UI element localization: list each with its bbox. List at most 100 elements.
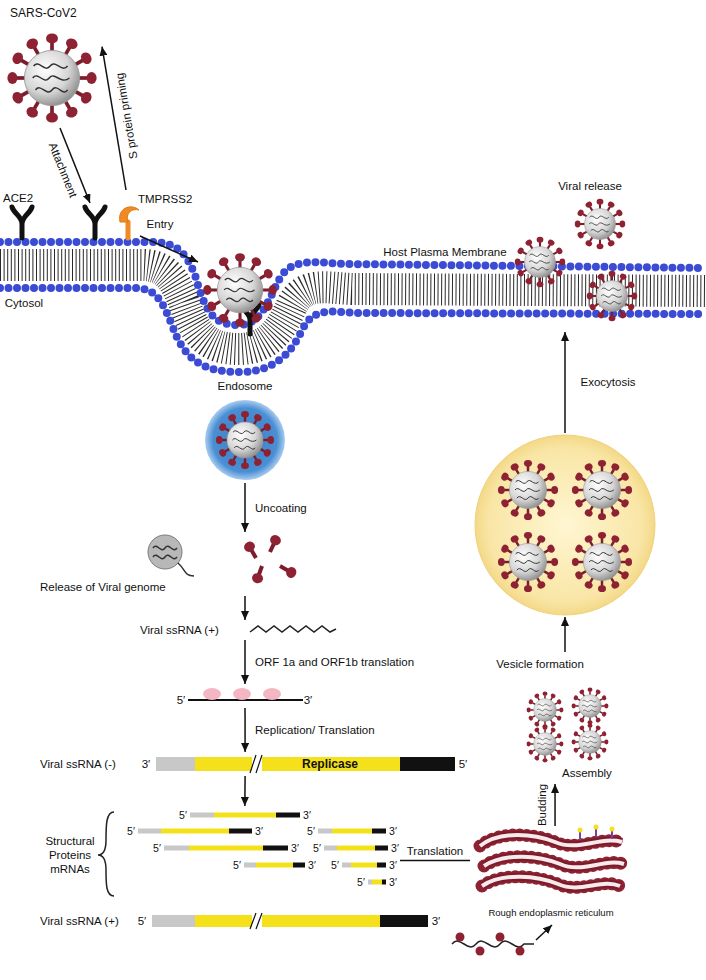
rna-strand: Viral ssRNA (+) [138,620,338,640]
positive-strand: Viral ssRNA (+) 5′ 3′ [38,910,448,934]
exocytosis-arrow [564,332,566,433]
flow-arrow [244,640,246,684]
vesicle-virus [572,460,632,520]
released-virus [587,271,637,321]
ribosome-mrna: 5′ 3′ [176,684,316,708]
ribosome [203,688,221,700]
flow-arrow [244,596,246,620]
strand-end-label: 3′ [389,824,397,838]
virus-particle: SARS-CoV2 [6,4,102,126]
flow-arrow [554,784,556,826]
vesicle-virus [498,460,558,520]
strand-end-label: 5′ [357,875,365,889]
flow-arrow [400,860,470,862]
spike-fragments [242,533,298,584]
node-text: SARS-CoV2 [10,6,77,20]
node-text: ACE2 [3,191,33,205]
node-text: 5′ [459,757,468,771]
strand-end-label: 3′ [389,875,397,889]
flow-arrow [244,708,246,752]
node-text: 5′ [138,914,147,928]
entry-arrow [140,236,198,262]
annotation-label: Vesicle formation [496,657,584,671]
lipid-tails [0,265,706,349]
node-text: Viral ssRNA (+) [40,914,119,928]
annotation-label: Host Plasma Membrane [383,245,506,259]
node-text: Replicase [302,757,358,771]
translating-strand [452,933,534,956]
released-virus [575,199,625,249]
node-text: Rough endoplasmic reticulum [488,906,613,920]
strand-end-label: 5′ [127,824,135,838]
node-text: Release of Viral genome [40,580,166,594]
vesicle-virus [572,532,632,592]
sars-cov2-virus [7,33,96,122]
released-virus [515,237,565,287]
flow-arrow [244,483,246,532]
node-text: Viral ssRNA (+) [140,623,219,637]
assembled-virus [527,726,564,763]
ribosome [263,688,281,700]
flow-arrow [244,776,246,806]
strand-end-label: 3′ [303,808,311,822]
strand-end-label: 3′ [391,841,399,855]
strand-end-label: 5′ [179,808,187,822]
strand-end-label: 3′ [308,858,316,872]
genome-capsid [148,535,182,569]
strand-end-label: 5′ [153,841,161,855]
assembled-virus [572,724,609,761]
genome-release: Release of Viral genome [38,532,300,596]
receptor-label: ACE2 [3,190,37,206]
edge-label: Translation [407,844,463,858]
annotation-label: Cytosol [5,296,43,310]
endosome-circle: Endosome [195,379,295,483]
strand-end-label: 5′ [331,858,339,872]
genome-bar [156,755,455,773]
tmprss2-head [120,207,139,222]
annotation-label: Entry [147,217,174,231]
endosome-virus [216,411,274,469]
assembly-cluster: Assembly [518,688,626,784]
strand-end-label: 5′ [307,824,315,838]
annotation-label: Attachment [46,140,81,199]
vesicle-virus [498,532,558,592]
node-text: TMPRSS2 [138,192,192,206]
strand-arrow [536,925,552,940]
node-text: Viral ssRNA (-) [40,757,116,771]
node-text: 3′ [304,693,313,707]
mrna-group: Structural Proteins mRNAs [40,806,400,896]
annotation-label: Exocytosis [581,375,636,389]
edge-label: Replication/ Translation [255,723,375,737]
genome-rna [153,546,194,576]
strand-end-label: 3′ [255,824,263,838]
node-text: 5′ [177,693,186,707]
strand-end-label: 5′ [313,841,321,855]
assembled-virus [527,692,564,729]
edge-label: ORF 1a and ORF1b translation [255,655,414,669]
edge-label: S protein priming [113,72,141,160]
rough-er [480,825,624,888]
node-text: 3′ [432,914,441,928]
ace2-receptor [12,207,32,238]
bracket [98,812,114,896]
negative-strand: Viral ssRNA (-) 3′ Replicase 5′ [38,752,474,776]
endosome-vesicle [205,400,285,480]
assembled-virus [572,688,609,725]
node-text: Structural Proteins mRNAs [40,834,100,876]
edge-label: Uncoating [255,501,307,515]
ribosome [233,688,251,700]
node-text: 3′ [142,757,151,771]
edge-label: Budding [535,784,549,826]
entering-virus [203,253,277,327]
rna-squiggle [250,626,336,632]
node-text: Assembly [562,766,612,780]
strand-end-label: 5′ [233,858,241,872]
strand-end-label: 3′ [291,841,299,855]
annotation-label: Viral release [558,179,622,193]
rough-er-node: Rough endoplasmic reticulum [470,826,632,922]
vesicle-arrow [564,617,566,652]
protease-label: TMPRSS2 [118,190,198,210]
